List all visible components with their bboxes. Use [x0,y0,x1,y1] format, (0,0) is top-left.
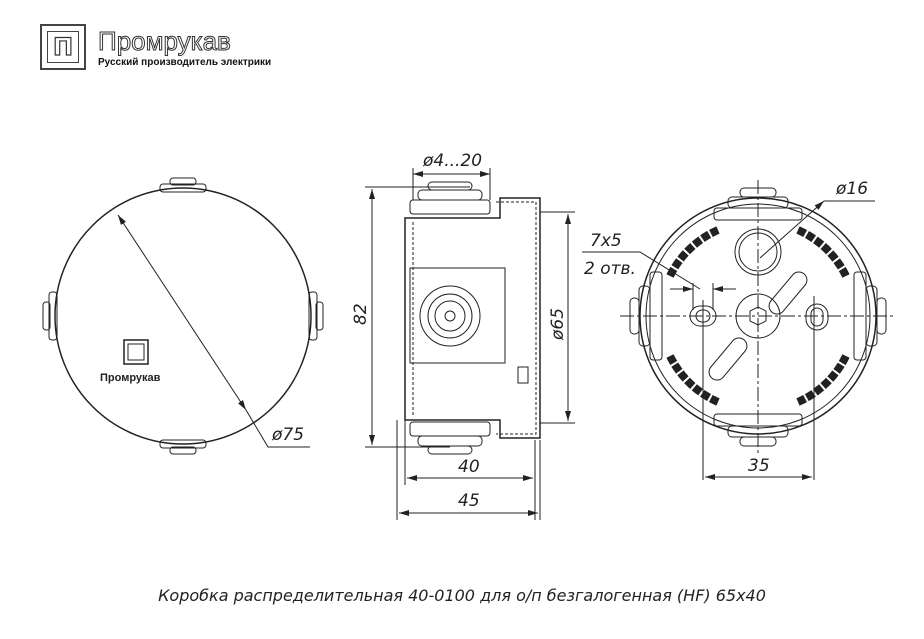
outer-depth-label: 45 [458,491,480,511]
cable-gland-top [159,177,207,193]
front-diameter-label: ø75 [271,425,304,445]
inner-depth-label: 40 [458,457,480,477]
gland-range-label: ø4...20 [422,151,482,171]
small-logo-icon [123,339,149,365]
hole-spacing-label: 35 [748,456,770,476]
hole-diameter-label: ø16 [835,179,868,199]
diameter-dimension-line [117,214,247,411]
inner-diameter-label: ø65 [548,308,568,341]
slot-count-label: 2 отв. [584,259,636,279]
side-view: 82 ø4...20 ø65 40 45 [351,151,575,520]
back-view: ø16 7x5 2 отв. 35 [582,179,896,480]
cable-gland-right [308,291,324,341]
slot-size-label: 7x5 [590,231,622,251]
drawing-caption: Коробка распределительная 40-0100 для о/… [158,586,766,605]
cable-gland-bottom [159,439,207,455]
brand-tagline: Русский производитель электрики [98,56,272,68]
logo-mark-icon: П [40,24,86,70]
height-label: 82 [351,303,371,325]
front-view: ø75 Промрукав [42,177,324,455]
front-logo-text: Промрукав [100,372,161,384]
brand-name: Промрукав [97,25,231,56]
brand-logo: П Промрукав Русский производитель электр… [40,24,271,70]
cable-gland-left [42,291,58,341]
